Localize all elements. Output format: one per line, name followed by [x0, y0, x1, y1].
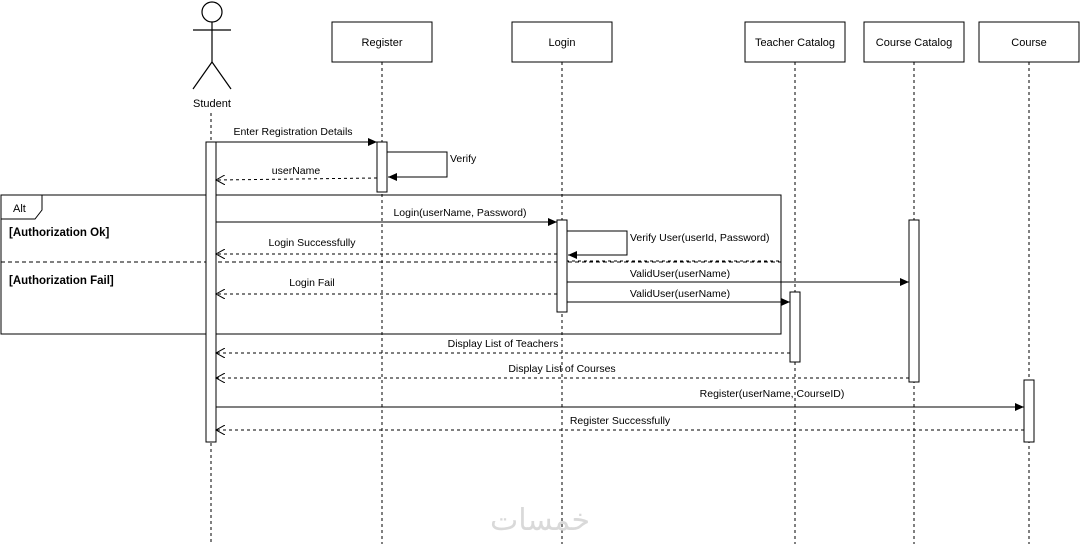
participant-course-label: Course: [1011, 37, 1046, 49]
message-label-login-fail: Login Fail: [289, 277, 335, 289]
activations: [205, 141, 1035, 443]
message-label-register-successfully: Register Successfully: [570, 415, 671, 427]
participant-course-catalog: Course Catalog: [863, 21, 965, 63]
message-label-display-teachers: Display List of Teachers: [448, 338, 559, 350]
actor-label: Student: [193, 98, 231, 110]
alt-fragment: Alt [Authorization Ok] [Authorization Fa…: [0, 194, 782, 335]
actor-leg-left: [192, 61, 213, 90]
activation-course-catalog: [908, 219, 920, 383]
guard-authorization-ok: [Authorization Ok]: [9, 227, 109, 239]
message-label-login-successfully: Login Successfully: [269, 237, 357, 249]
actor-student: [192, 1, 232, 90]
message-arrow-verify: [387, 151, 448, 181]
participant-course: Course: [978, 21, 1080, 63]
message-arrow-username-return: [216, 178, 378, 180]
message-arrow-verify-user: [567, 230, 628, 259]
activation-course: [1023, 379, 1035, 443]
participant-register: Register: [331, 21, 433, 63]
activation-login: [556, 219, 568, 313]
participant-register-label: Register: [362, 37, 403, 49]
activation-student: [205, 141, 217, 443]
actor-leg-right: [211, 61, 232, 90]
alt-operator-label: Alt: [13, 203, 26, 215]
actor-head: [201, 1, 223, 23]
message-labels: Enter Registration Details Verify userNa…: [233, 126, 844, 427]
activation-register: [376, 141, 388, 193]
activation-teacher-catalog: [789, 291, 801, 363]
message-label-verify-user: Verify User(userId, Password): [630, 232, 769, 244]
message-label-validuser-course-catalog: ValidUser(userName): [630, 268, 730, 280]
guard-authorization-fail: [Authorization Fail]: [9, 275, 114, 287]
watermark: خمسات: [490, 503, 590, 538]
alt-operator-tab: [0, 194, 43, 220]
message-label-verify: Verify: [450, 153, 477, 165]
alt-frame: [0, 194, 782, 335]
participant-teacher-catalog: Teacher Catalog: [744, 21, 846, 63]
message-label-username: userName: [272, 165, 321, 177]
participant-login: Login: [511, 21, 613, 63]
messages: [216, 138, 1024, 430]
message-label-display-courses: Display List of Courses: [508, 363, 615, 375]
participant-teacher-catalog-label: Teacher Catalog: [755, 37, 835, 49]
participant-login-label: Login: [549, 37, 576, 49]
message-label-validuser-teacher-catalog: ValidUser(userName): [630, 288, 730, 300]
message-label-register-course: Register(userName, CourseID): [700, 388, 845, 400]
message-label-login: Login(userName, Password): [393, 207, 526, 219]
message-label-enter-registration: Enter Registration Details: [233, 126, 352, 138]
participant-course-catalog-label: Course Catalog: [876, 37, 952, 49]
